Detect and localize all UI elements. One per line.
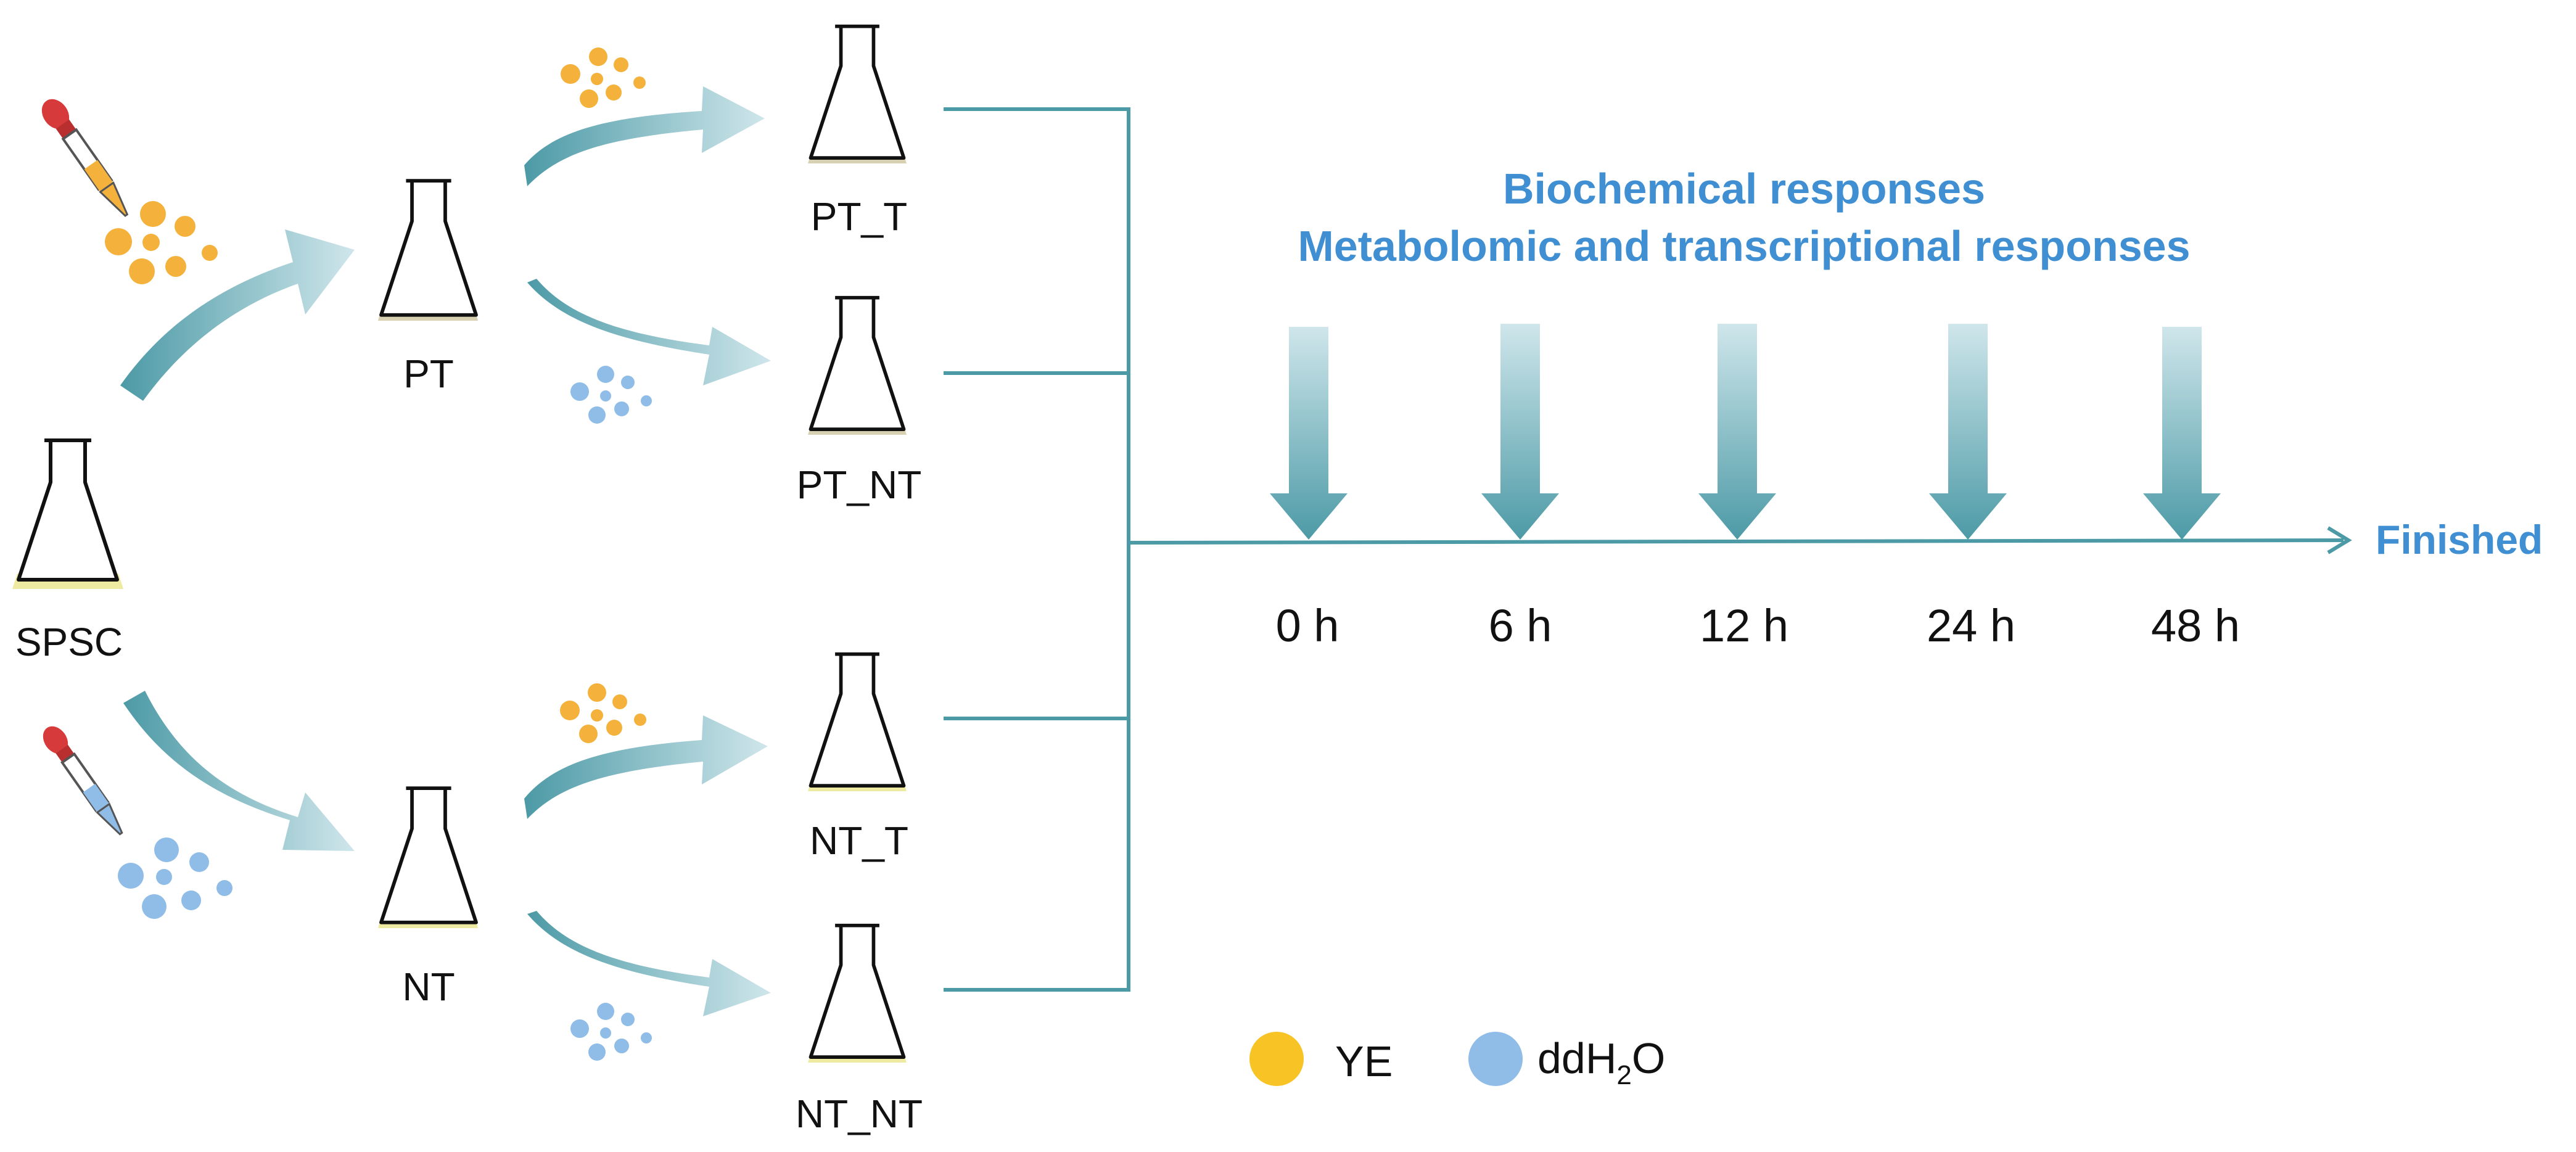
timeline-axis <box>1128 538 2344 545</box>
label-pt-t: PT_T <box>811 194 907 239</box>
ye-droplets-small-bottom <box>560 683 646 743</box>
curved-arrow-icon <box>527 911 771 1016</box>
title-biochemical: Biochemical responses <box>1503 165 1985 213</box>
label-nt-nt: NT_NT <box>796 1092 923 1136</box>
flask-nt-nt: NT_NT <box>796 926 923 1136</box>
curved-arrow-icon <box>524 715 768 819</box>
curved-arrow-icon <box>123 691 355 851</box>
flask-nt: NT <box>378 788 478 1009</box>
legend-water-swatch <box>1468 1032 1523 1086</box>
ye-droplets-large <box>105 201 218 284</box>
curved-arrow-icon <box>120 229 355 401</box>
label-pt: PT <box>403 352 454 396</box>
label-nt: NT <box>402 965 455 1009</box>
legend-ye-label: YE <box>1335 1037 1393 1085</box>
dropper-ye-icon <box>41 99 129 217</box>
flask-pt-nt: PT_NT <box>797 298 922 507</box>
timeline-arrowhead <box>2327 526 2352 554</box>
time-label-3: 24 h <box>1927 600 2015 651</box>
label-spsc: SPSC <box>15 620 123 664</box>
time-labels: 0 h 6 h 12 h 24 h 48 h <box>1276 600 2240 651</box>
label-nt-t: NT_T <box>810 818 908 863</box>
legend: YE ddH2O <box>1249 1032 1665 1090</box>
ye-droplets-small-top <box>561 47 646 108</box>
flask-pt-t: PT_T <box>808 27 907 239</box>
water-droplets-large <box>118 837 232 919</box>
time-label-2: 12 h <box>1700 600 1788 651</box>
sampling-arrows <box>1270 324 2221 540</box>
curved-arrow-icon <box>524 86 765 186</box>
time-label-4: 48 h <box>2151 600 2240 651</box>
flask-nt-t: NT_T <box>808 654 908 863</box>
water-droplets-small-bottom <box>570 1003 652 1061</box>
flask-pt: PT <box>378 181 478 396</box>
time-label-1: 6 h <box>1489 600 1552 651</box>
label-pt-nt: PT_NT <box>797 463 922 507</box>
timeline-end-label: Finished <box>2376 517 2543 562</box>
timeline: Finished <box>1128 517 2543 562</box>
dropper-water-icon <box>43 726 123 836</box>
down-arrow-icon <box>1929 324 2007 540</box>
down-arrow-icon <box>2143 327 2221 540</box>
title-metabolomic: Metabolomic and transcriptional response… <box>1298 222 2191 270</box>
down-arrow-icon <box>1698 324 1776 540</box>
flask-spsc: SPSC <box>12 440 123 664</box>
bracket-connector <box>944 107 1130 992</box>
water-droplets-small-top <box>570 366 652 424</box>
legend-water-label: ddH2O <box>1537 1034 1665 1090</box>
time-label-0: 0 h <box>1276 600 1339 651</box>
legend-ye-swatch <box>1249 1032 1304 1086</box>
down-arrow-icon <box>1270 327 1348 540</box>
down-arrow-icon <box>1481 324 1559 540</box>
curved-arrow-icon <box>527 279 771 385</box>
